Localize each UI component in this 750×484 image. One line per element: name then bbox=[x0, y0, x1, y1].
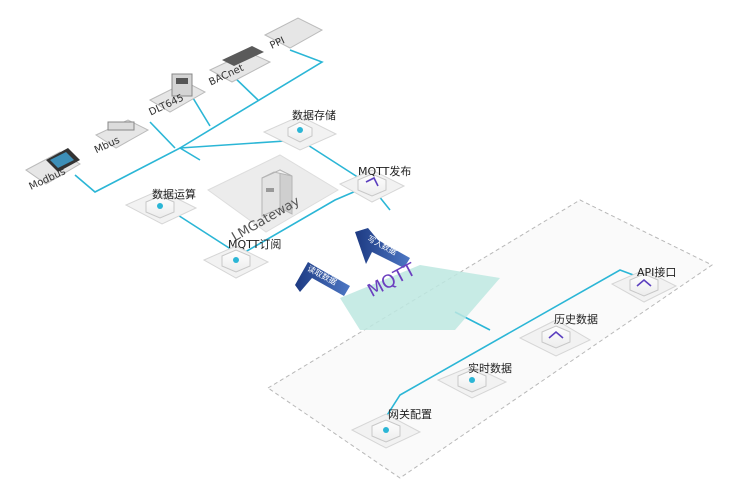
electric-meter-icon bbox=[148, 73, 207, 113]
touch-panel-icon bbox=[25, 148, 81, 185]
history-node-icon bbox=[541, 325, 571, 349]
mqtt-publish-node-icon bbox=[357, 173, 387, 197]
mqtt-plane bbox=[340, 265, 500, 330]
dashed-zone-border bbox=[267, 199, 713, 479]
node-label-mqtt-subscribe: MQTT订阅 bbox=[228, 238, 282, 251]
compute-node-icon bbox=[145, 195, 175, 219]
mbus-module-icon bbox=[94, 119, 150, 149]
node-label-history: 历史数据 bbox=[554, 313, 598, 326]
config-node-icon bbox=[371, 419, 401, 443]
node-label-compute: 数据运算 bbox=[152, 188, 196, 201]
mqtt-subscribe-node-icon bbox=[221, 249, 251, 273]
read-data-arrow bbox=[295, 262, 350, 296]
node-label-storage: 数据存储 bbox=[292, 109, 336, 122]
node-label-api: API接口 bbox=[637, 266, 677, 279]
realtime-node-icon bbox=[457, 369, 487, 393]
node-label-realtime: 实时数据 bbox=[468, 362, 512, 375]
storage-node-icon bbox=[287, 121, 313, 143]
api-node-icon bbox=[629, 273, 659, 297]
write-data-arrow bbox=[355, 228, 410, 268]
bacnet-controller-icon bbox=[208, 46, 272, 83]
node-label-config: 网关配置 bbox=[388, 408, 432, 421]
gateway-icon bbox=[261, 169, 293, 217]
plc-module-icon bbox=[263, 17, 324, 49]
node-label-mqtt-publish: MQTT发布 bbox=[358, 165, 412, 178]
